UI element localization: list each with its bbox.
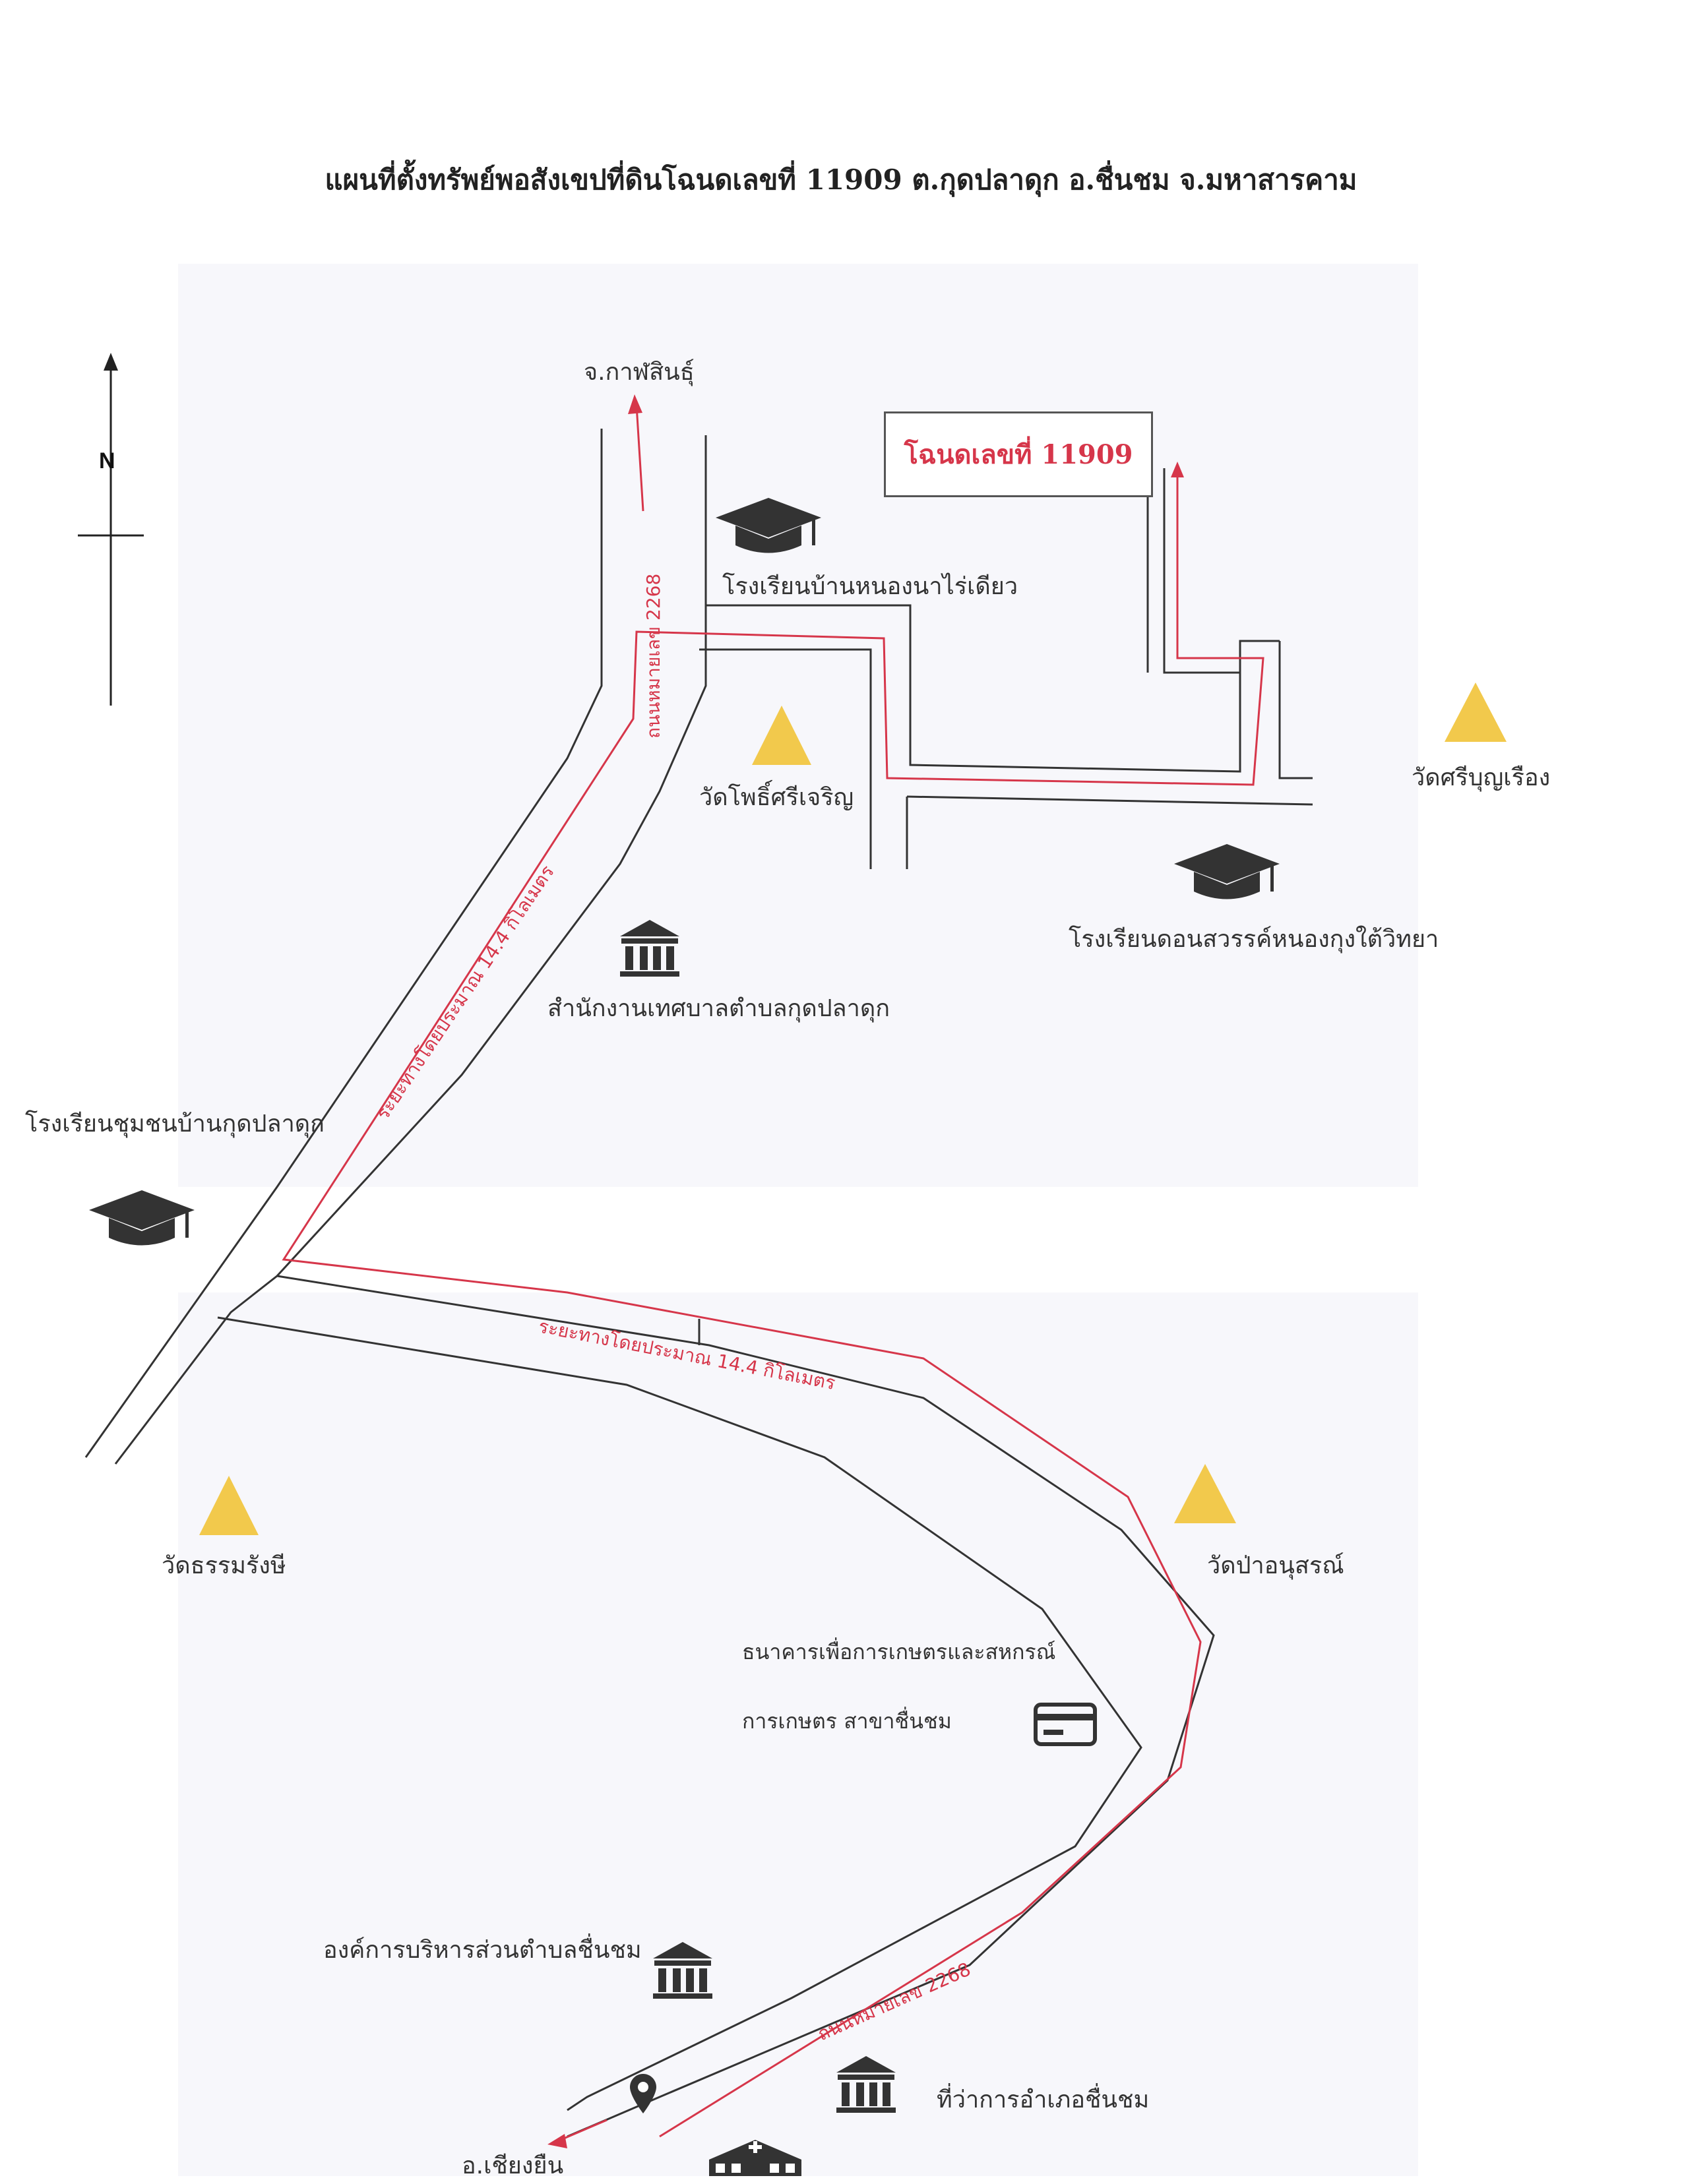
route-arrow-deed [1171, 462, 1184, 477]
bank-card-icon [1034, 1703, 1097, 1746]
hospital-icon [709, 2140, 801, 2176]
government-building-icon [653, 1942, 712, 1999]
graduation-cap-icon [716, 498, 821, 553]
school-community-label: โรงเรียนชุมชนบ้านกุดปลาดุก [25, 1110, 325, 1138]
route-arrow-south [547, 2134, 567, 2148]
government-building-icon [836, 2056, 896, 2113]
graduation-cap-icon [1174, 844, 1280, 899]
deed-box: โฉนดเลขที่ 11909 [884, 411, 1153, 497]
main-road [84, 429, 707, 1465]
temple-triangle-icon [199, 1476, 259, 1535]
wat-pa-anuson-label: วัดป่าอนุสรณ์ [1207, 1552, 1344, 1579]
wat-tham-rangsi-label: วัดธรรมรังษี [162, 1552, 286, 1579]
map-panel-upper [178, 264, 1418, 1187]
municipal-office-label: สำนักงานเทศบาลตำบลกุดปลาดุก [547, 995, 890, 1022]
destination-south-label: อ.เชียงยืน [462, 2152, 564, 2179]
graduation-cap-icon [89, 1190, 195, 1246]
sao-office-label: องค์การบริหารส่วนตำบลชื่นชม [323, 1937, 642, 1964]
distance-label-lower: ระยะทางโดยประมาณ 14.4 กิโลเมตร [537, 1315, 837, 1394]
map-title: แผนที่ตั้งทรัพย์พอสังเขปที่ดินโฉนดเลขที่… [325, 164, 1357, 196]
route-label-upper: ถนนหมายเลข 2268 [642, 574, 664, 739]
distance-label-upper: ระยะทางโดยประมาณ 14.4 กิโลเมตร [371, 861, 558, 1124]
temple-triangle-icon [752, 706, 811, 765]
district-office-label: ที่ว่าการอำเภอชื่นชม [937, 2086, 1150, 2113]
location-pin-icon [630, 2074, 656, 2113]
bank-label-line1: ธนาคารเพื่อการเกษตรและสหกรณ์ [742, 1639, 1056, 1664]
school-don-sawan-label: โรงเรียนดอนสวรรค์หนองกุงใต้วิทยา [1069, 926, 1439, 953]
route-line [282, 405, 1264, 2141]
bank-label-line2: การเกษตร สาขาชื่นชม [742, 1709, 952, 1734]
compass-label: N [99, 448, 115, 473]
route-label-lower: ถนนหมายเลข 2268 [814, 1958, 974, 2045]
map-panel-lower [178, 1292, 1418, 2176]
temple-triangle-icon [1445, 682, 1507, 742]
route-arrow-north [628, 394, 642, 414]
wat-si-bun-rueang-label: วัดศรีบุญเรือง [1412, 764, 1551, 791]
side-roads [698, 445, 1313, 1345]
temple-triangle-icon [1174, 1464, 1236, 1523]
government-building-icon [620, 920, 679, 977]
destination-north-label: จ.กาฬสินธุ์ [584, 359, 695, 386]
north-arrow-icon [78, 353, 144, 706]
main-road-south [217, 1275, 1215, 2138]
wat-pho-si-charoen-label: วัดโพธิ์ศรีเจริญ [699, 784, 854, 811]
school-nong-na-rai-diao-label: โรงเรียนบ้านหนองนาไร่เดียว [722, 573, 1018, 600]
